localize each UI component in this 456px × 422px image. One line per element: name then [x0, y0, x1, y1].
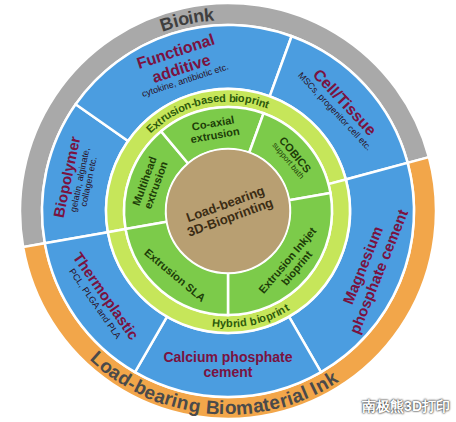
- segment-title: Calcium phosphate cement: [161, 350, 296, 381]
- segment-title: COBICS: [268, 125, 321, 185]
- segment-title: Magnesium phosphate cement: [327, 193, 414, 344]
- segment-note: MSCs, progenitor cell etc.: [293, 69, 375, 156]
- segment-title: Functional additive: [116, 25, 241, 96]
- segment-title: Biopolymer: [49, 126, 86, 227]
- segment-outline: [45, 232, 167, 372]
- label-block: Co-axial extrusion: [178, 112, 249, 148]
- segment-outline: [161, 107, 263, 164]
- label-block: Functional additivecytokine, antibiotic …: [116, 25, 244, 105]
- segment-title: Extrusion SLA: [140, 244, 209, 305]
- label-block: Extrusion SLA: [140, 244, 209, 305]
- label-block: Magnesium phosphate cement: [327, 193, 414, 344]
- segment-title: Thermoplastic: [69, 249, 143, 344]
- label-block: Biopolymergelatin, alginate, collagen et…: [49, 126, 105, 231]
- label-block: Extrusion Inkjet bioprint: [253, 222, 329, 306]
- segment-outline: [166, 149, 290, 273]
- watermark: 南极熊3D打印: [362, 398, 450, 416]
- segment-outline: [23, 157, 436, 419]
- segment-title: Load-bearing 3D-Bioprinting: [178, 181, 278, 241]
- segment-title: Co-axial extrusion: [178, 112, 249, 148]
- label-block: ThermoplasticPCL, PLGA and PLA: [61, 249, 143, 350]
- segment-outline: [124, 131, 188, 229]
- segment-note: cytokine, antibiotic etc.: [127, 58, 244, 104]
- segment-outline: [20, 3, 429, 247]
- label-block: COBICSsupport bath: [262, 125, 322, 191]
- segment-note: gelatin, alginate, collagen etc.: [65, 130, 105, 232]
- segment-outline: [289, 163, 414, 372]
- segment-outline: [126, 222, 228, 315]
- segment-outline: [270, 36, 408, 179]
- label-block: Calcium phosphate cement: [161, 350, 296, 381]
- segment-title: Multihead extrusion: [127, 147, 173, 219]
- segment-outline: [108, 179, 350, 333]
- segment-outline: [249, 113, 330, 200]
- segment-title: Extrusion Inkjet bioprint: [253, 222, 329, 306]
- segment-outline: [106, 89, 346, 232]
- segment-outline: [42, 104, 128, 243]
- segment-outline: [228, 193, 332, 315]
- segment-outline: [135, 317, 321, 397]
- segment-outline: [76, 25, 292, 141]
- segment-note: support bath: [262, 133, 312, 191]
- segment-title: Cell/Tissue: [300, 57, 388, 149]
- label-block: Load-bearing 3D-Bioprinting: [178, 181, 278, 241]
- label-block: Multihead extrusion: [127, 147, 173, 219]
- segment-note: PCL, PLGA and PLA: [61, 258, 129, 350]
- label-block: Cell/TissueMSCs, progenitor cell etc.: [293, 57, 388, 156]
